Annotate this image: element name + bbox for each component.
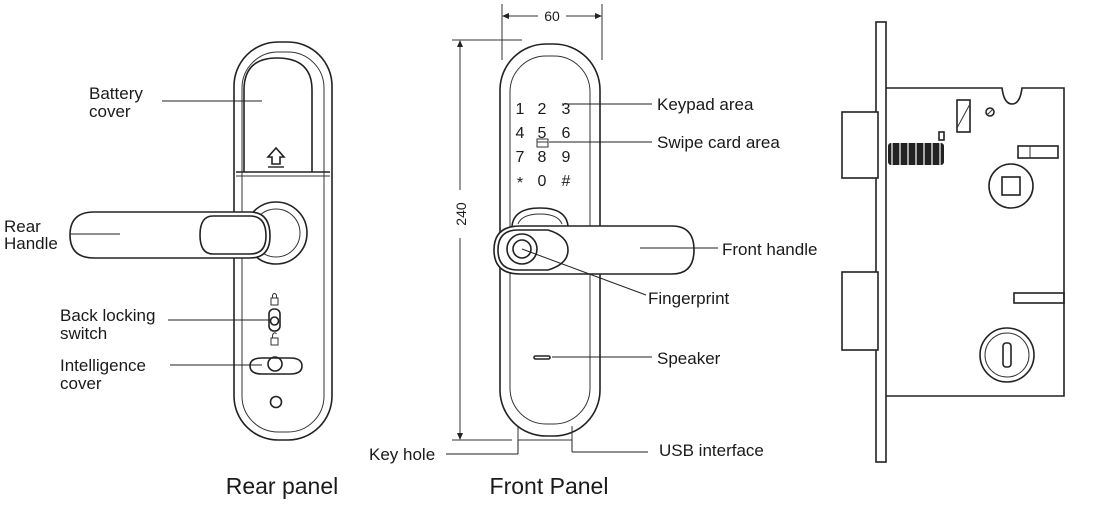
mortise-screw-slot <box>986 108 994 116</box>
mortise-screw <box>985 107 995 117</box>
label-rear-handle-line2: Handle <box>4 234 58 253</box>
leader-fingerprint <box>521 248 647 296</box>
label-battery-cover-line2: cover <box>89 102 131 121</box>
label-rear-handle-line1: Rear <box>4 217 41 236</box>
cylinder-hub <box>979 327 1035 383</box>
label-usb-interface: USB interface <box>659 441 764 460</box>
fingerprint-ring <box>506 233 538 265</box>
back-locking-switch-knob <box>269 316 280 326</box>
mortise-top-slot <box>956 99 971 133</box>
front-handle-hub <box>497 229 569 271</box>
mortise-case <box>886 87 1065 397</box>
front-handle <box>493 225 695 275</box>
spring-stop <box>938 131 945 141</box>
front-handle-rose <box>511 207 569 227</box>
label-keypad-area: Keypad area <box>657 95 754 114</box>
label-fingerprint: Fingerprint <box>648 289 730 308</box>
dim-height-value: 240 <box>453 202 469 226</box>
key-2: 2 <box>538 101 547 118</box>
mortise-slot-lower <box>1013 292 1065 304</box>
speaker-slot <box>533 355 551 360</box>
key-5: 5 <box>538 125 547 142</box>
mortise-slot-upper <box>1017 145 1059 159</box>
front-handle-rose-inner <box>517 213 563 225</box>
label-speaker: Speaker <box>657 349 721 368</box>
label-swipe-card-area: Swipe card area <box>657 133 780 152</box>
label-intelligence-line1: Intelligence <box>60 356 146 375</box>
key-8: 8 <box>538 149 547 166</box>
caption-rear-panel: Rear panel <box>226 473 339 499</box>
key-3: 3 <box>562 101 571 118</box>
caption-front-panel: Front Panel <box>490 473 609 499</box>
mortise-faceplate <box>875 21 887 463</box>
rear-handle-collar <box>199 215 267 255</box>
latch-bolt <box>841 111 879 179</box>
label-back-locking-line1: Back locking <box>60 306 155 325</box>
lock-open-icon <box>270 332 279 346</box>
key-star: * <box>517 175 523 192</box>
key-9: 9 <box>562 149 571 166</box>
fingerprint-sensor <box>512 239 532 259</box>
mortise-top-slot-mark <box>956 103 971 129</box>
usb-nub <box>517 426 573 441</box>
front-panel: 60 240 1 2 3 4 5 6 7 8 9 * 0 # <box>369 4 817 499</box>
keypad: 1 2 3 4 5 6 7 8 9 * 0 # <box>516 101 571 192</box>
spindle-hub <box>988 163 1034 209</box>
intelligence-cover <box>249 357 303 375</box>
key-hash: # <box>562 173 571 190</box>
deadbolt <box>841 271 879 351</box>
dim-width-value: 60 <box>544 8 560 24</box>
latch-spring <box>888 143 944 165</box>
cylinder-keyway <box>1002 342 1012 368</box>
mortise-lock-body <box>841 21 1065 463</box>
label-back-locking-line2: switch <box>60 324 107 343</box>
cylinder-hub-inner <box>984 332 1030 378</box>
card-icon <box>536 138 549 148</box>
key-0: 0 <box>538 173 547 190</box>
label-battery-cover-line1: Battery <box>89 84 143 103</box>
key-4: 4 <box>516 125 525 142</box>
label-intelligence-line2: cover <box>60 374 102 393</box>
up-arrow-icon <box>266 146 286 168</box>
rear-handle <box>69 211 271 259</box>
battery-cover <box>243 57 313 172</box>
rear-panel: Battery cover Rear Handle Back locking s… <box>4 41 339 499</box>
label-front-handle: Front handle <box>722 240 817 259</box>
intelligence-cover-button <box>267 356 283 372</box>
label-key-hole: Key hole <box>369 445 435 464</box>
key-7: 7 <box>516 149 525 166</box>
key-6: 6 <box>562 125 571 142</box>
spindle-square <box>1001 176 1021 196</box>
key-1: 1 <box>516 101 525 118</box>
lock-closed-icon <box>270 293 279 306</box>
rear-screw-hole <box>269 395 283 409</box>
